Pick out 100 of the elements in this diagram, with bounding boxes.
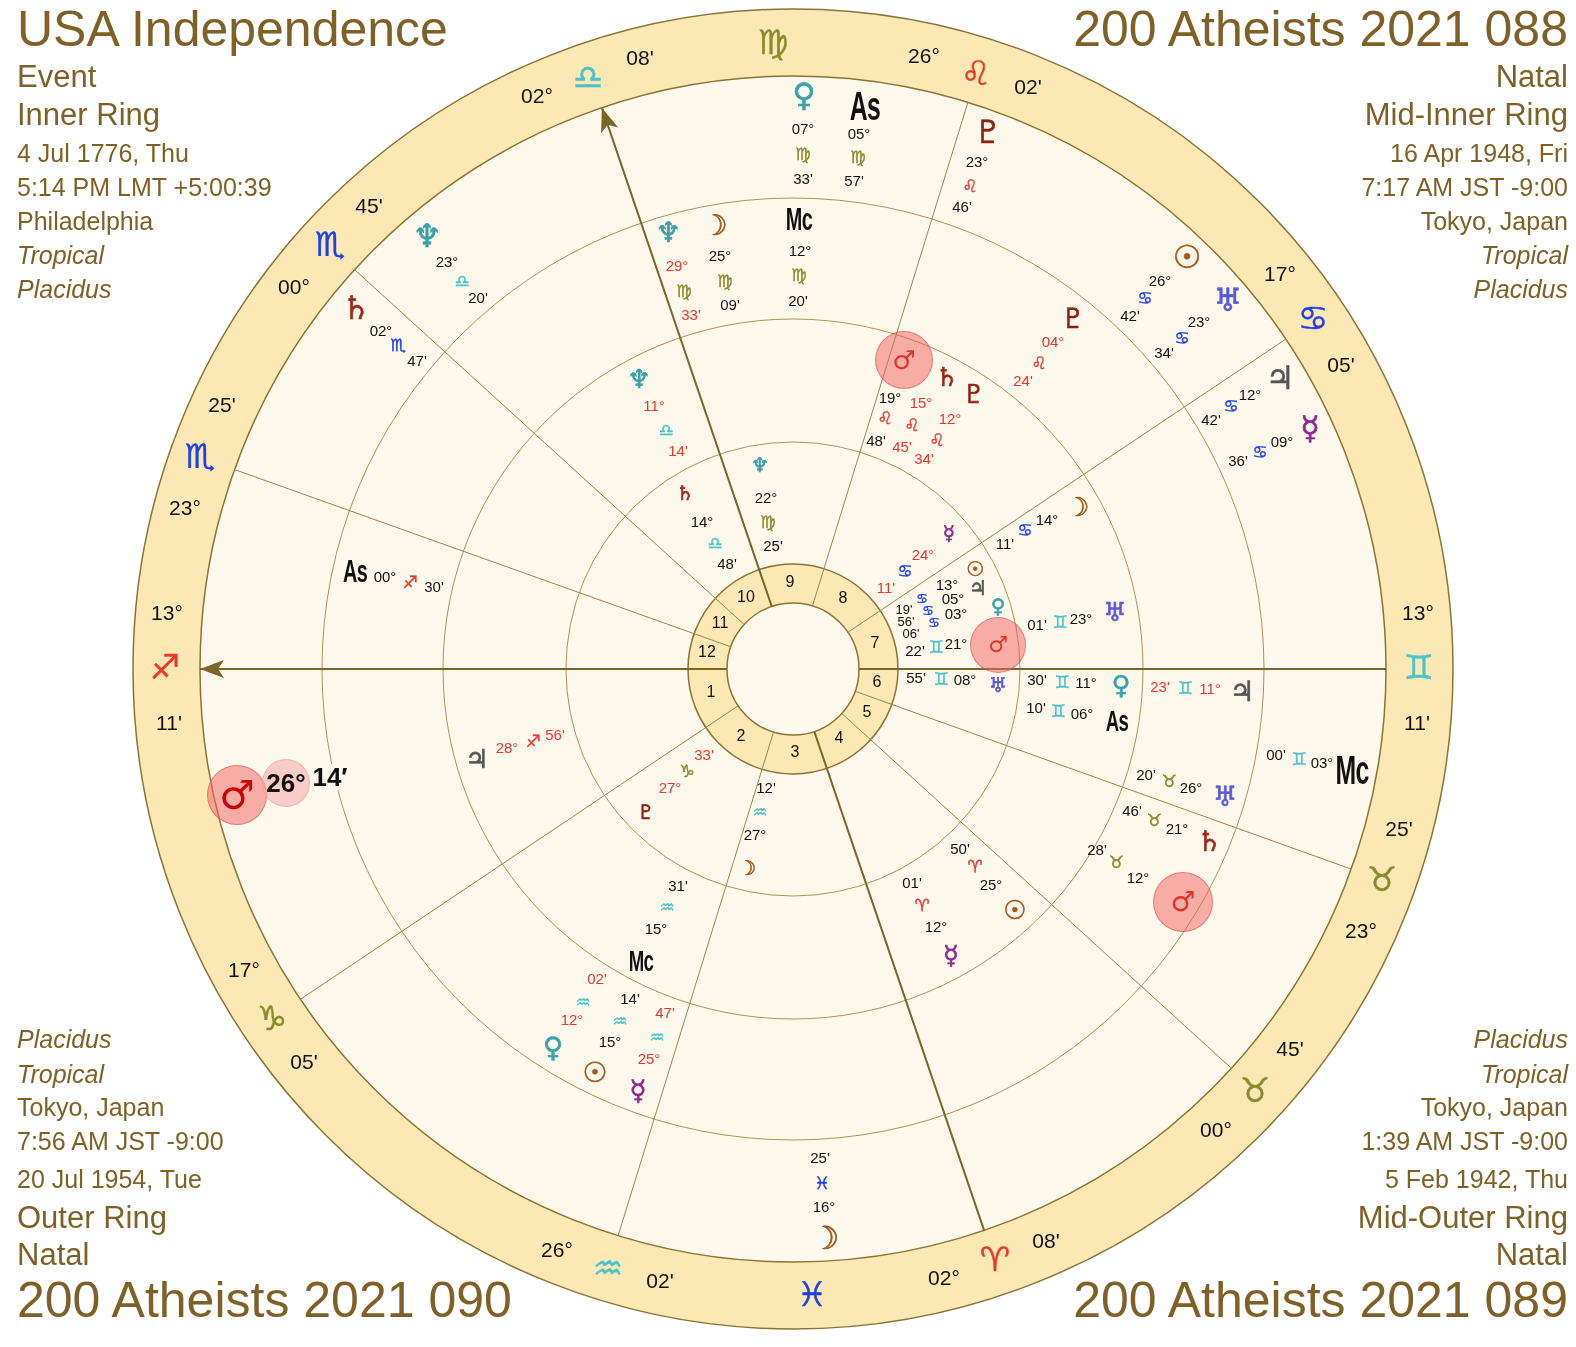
chart-place: Tokyo, Japan <box>1420 206 1568 236</box>
position-minute: 31' <box>668 877 688 893</box>
position-minute: 48' <box>866 432 886 448</box>
sign-glyph: ♎ <box>572 60 604 94</box>
sign-glyph: ♓ <box>814 1174 830 1192</box>
house-number: 3 <box>790 744 800 760</box>
position-degree: 07° <box>791 120 815 136</box>
cusp-position: 13° <box>151 601 183 623</box>
position-degree: 29° <box>665 257 689 273</box>
sign-glyph: ♒ <box>612 1012 628 1030</box>
position-degree: 00° <box>373 568 397 584</box>
position-minute: 09' <box>720 296 740 312</box>
sign-glyph: ♍ <box>760 513 776 531</box>
position-degree: 15° <box>598 1033 622 1049</box>
sign-glyph: ♒ <box>752 803 768 821</box>
position-minute: 46' <box>1122 802 1142 818</box>
planet-glyph: ♃ <box>1265 362 1295 394</box>
position-degree: 11° <box>643 397 665 413</box>
angle-label: As <box>1105 708 1129 734</box>
planet-glyph: ♅ <box>1212 783 1238 811</box>
house-number: 11 <box>711 615 729 631</box>
chart-type: Natal <box>1495 1237 1568 1273</box>
cusp-position: 00° <box>1200 1118 1232 1140</box>
position-minute: 47' <box>407 352 427 368</box>
sign-glyph: ♈ <box>967 857 983 875</box>
position-degree: 06° <box>1070 705 1094 721</box>
chart-time: 5:14 PM LMT +5:00:39 <box>17 172 272 202</box>
planet-glyph: ♃ <box>465 746 489 772</box>
sign-glyph: ♒ <box>575 993 591 1011</box>
house-system: Placidus <box>1473 1024 1568 1054</box>
planet-glyph: ♄ <box>1196 828 1222 856</box>
planet-glyph: ♂ <box>1170 888 1196 916</box>
chart-date: 5 Feb 1942, Thu <box>1385 1164 1568 1194</box>
sign-glyph: ♋ <box>1297 301 1329 335</box>
highlight-circle <box>262 759 310 807</box>
planet-glyph: ♄ <box>676 483 694 503</box>
sign-glyph: ♍ <box>757 25 789 59</box>
position-minute: 28' <box>1087 841 1107 857</box>
position-degree: 12° <box>938 410 962 426</box>
position-degree: 12° <box>924 918 948 934</box>
planet-glyph: ♇ <box>962 381 986 407</box>
sign-glyph: ♌ <box>877 409 893 427</box>
chart-time: 1:39 AM JST -9:00 <box>1361 1126 1568 1156</box>
planet-glyph: ♆ <box>412 220 442 252</box>
sign-glyph: ♎ <box>454 272 470 290</box>
highlight-circle <box>875 331 933 389</box>
position-minute: 22' <box>905 642 925 658</box>
position-minute: 34' <box>914 450 934 466</box>
planet-glyph: ♅ <box>1103 599 1127 625</box>
house-system: Placidus <box>17 274 112 304</box>
planet-glyph: ☉ <box>582 1059 608 1087</box>
position-degree: 13° <box>935 576 959 592</box>
cusp-position: 02° <box>521 84 553 106</box>
highlight-circle <box>970 617 1026 673</box>
planet-glyph: ♆ <box>751 455 769 475</box>
position-degree: 09° <box>1270 433 1294 449</box>
planet-glyph: ☿ <box>1300 412 1320 444</box>
cusp-position: 02' <box>1014 75 1042 97</box>
sign-glyph: ♋ <box>1174 329 1190 347</box>
house-number: 8 <box>838 590 848 606</box>
angle-label: Mc <box>1335 753 1369 787</box>
sign-glyph: ♍ <box>791 266 807 284</box>
position-minute: 02' <box>587 970 607 986</box>
zodiac-type: Tropical <box>17 1059 105 1089</box>
position-degree: 12° <box>788 242 812 258</box>
house-system: Placidus <box>17 1024 112 1054</box>
sign-glyph: ♊ <box>1050 702 1066 720</box>
chart-date: 4 Jul 1776, Thu <box>17 138 189 168</box>
planet-glyph: ♄ <box>935 364 959 390</box>
chart-type: Natal <box>1495 59 1568 95</box>
position-minute: 14' <box>668 442 688 458</box>
position-minute: 33' <box>681 306 701 322</box>
position-degree: 27° <box>743 826 767 842</box>
position-degree: 21° <box>1165 820 1189 836</box>
position-minute: 01' <box>902 874 922 890</box>
sign-glyph: ♑ <box>256 1001 288 1035</box>
cusp-position: 02° <box>928 1266 960 1288</box>
house-number: 1 <box>706 684 716 700</box>
planet-glyph: ♂ <box>892 347 916 373</box>
cusp-position: 11' <box>1404 711 1430 733</box>
sign-glyph: ♊ <box>928 638 944 656</box>
planet-glyph: ♂ <box>219 775 255 815</box>
position-minute: 12' <box>756 779 776 795</box>
planet-glyph: ☽ <box>702 212 728 240</box>
chart-place: Philadelphia <box>17 206 154 236</box>
position-degree: 05° <box>847 125 871 141</box>
sign-glyph: ♎ <box>707 534 723 552</box>
position-minute: 19' <box>895 602 913 616</box>
ring-name: Inner Ring <box>17 97 161 133</box>
position-degree: 23° <box>435 253 459 269</box>
sign-glyph: ♋ <box>928 615 940 629</box>
position-minute: 42' <box>1120 307 1140 323</box>
position-minute: 30' <box>424 578 444 594</box>
sign-glyph: ♋ <box>897 562 913 580</box>
chart-date: 20 Jul 1954, Tue <box>17 1164 202 1194</box>
sign-glyph: ♐ <box>402 573 418 591</box>
cusp-position: 17° <box>228 958 260 980</box>
position-minute: 06' <box>902 626 920 640</box>
planet-glyph: ♇ <box>1060 305 1086 333</box>
position-minute: 00' <box>1266 746 1286 762</box>
